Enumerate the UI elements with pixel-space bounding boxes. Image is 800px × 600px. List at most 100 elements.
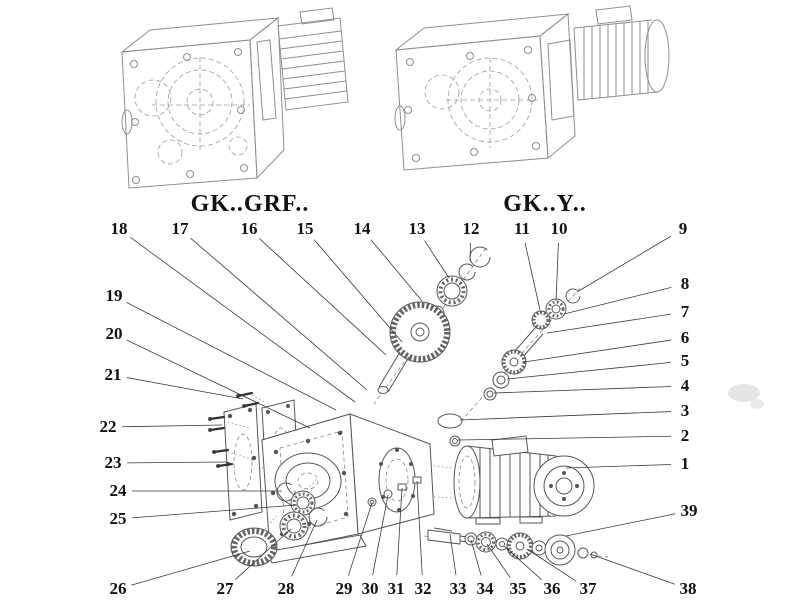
leader-line-9 bbox=[576, 235, 672, 293]
motor-flange-drawing bbox=[453, 445, 481, 519]
variant-title-y: GK..Y.. bbox=[503, 191, 587, 217]
exploded-view-drawing bbox=[208, 246, 609, 567]
callout-23: 23 bbox=[104, 453, 122, 472]
leader-line-25 bbox=[131, 504, 298, 519]
retaining-ring-drawing bbox=[469, 246, 491, 268]
motor-top-drawing bbox=[547, 5, 670, 121]
output-shaft-drawing bbox=[427, 529, 461, 545]
callout-39: 39 bbox=[680, 501, 698, 520]
motor-fan-cover-drawing bbox=[533, 455, 595, 517]
callout-2: 2 bbox=[680, 426, 690, 445]
cover-screws-drawing bbox=[208, 391, 265, 468]
callout-18: 18 bbox=[110, 219, 128, 238]
callout-11: 11 bbox=[513, 219, 531, 238]
callout-37: 37 bbox=[579, 579, 597, 598]
callout-19: 19 bbox=[105, 286, 123, 305]
callout-3: 3 bbox=[680, 401, 690, 420]
upper-gear-cluster-drawing bbox=[377, 246, 491, 394]
callout-33: 33 bbox=[449, 579, 467, 598]
leader-line-5 bbox=[506, 362, 672, 380]
leader-line-22 bbox=[121, 424, 223, 428]
leader-line-1 bbox=[565, 464, 672, 469]
callout-36: 36 bbox=[543, 579, 561, 598]
leader-line-19 bbox=[126, 302, 337, 411]
callout-24: 24 bbox=[109, 481, 127, 500]
callout-13: 13 bbox=[408, 219, 426, 238]
callout-15: 15 bbox=[296, 219, 314, 238]
callout-8: 8 bbox=[680, 274, 690, 293]
leader-line-33 bbox=[449, 533, 457, 576]
end-washer-drawing bbox=[577, 547, 589, 559]
callout-12: 12 bbox=[462, 219, 480, 238]
terminal-box-drawing bbox=[491, 435, 529, 457]
leader-line-38 bbox=[589, 553, 675, 585]
leader-line-14 bbox=[370, 239, 423, 302]
leader-line-23 bbox=[126, 461, 227, 464]
leader-line-27 bbox=[235, 528, 292, 580]
callout-38: 38 bbox=[679, 579, 697, 598]
leader-line-12 bbox=[469, 242, 471, 262]
callout-28: 28 bbox=[277, 579, 295, 598]
artifact-smudge bbox=[728, 384, 764, 409]
leader-line-16 bbox=[259, 238, 387, 356]
callout-16: 16 bbox=[240, 219, 258, 238]
pinion-shaft-drawing bbox=[514, 326, 544, 359]
leader-line-21 bbox=[126, 377, 244, 400]
callout-5: 5 bbox=[680, 351, 690, 370]
callout-4: 4 bbox=[680, 376, 690, 395]
callout-32: 32 bbox=[414, 579, 432, 598]
leader-line-8 bbox=[563, 286, 672, 315]
callout-35: 35 bbox=[509, 579, 527, 598]
leader-line-26 bbox=[131, 550, 251, 586]
gearbox-grf-drawing bbox=[120, 7, 349, 189]
leader-line-36 bbox=[503, 545, 542, 580]
leader-line-30 bbox=[372, 494, 389, 576]
callout-6: 6 bbox=[680, 328, 690, 347]
callout-1: 1 bbox=[680, 454, 690, 473]
leader-line-31 bbox=[396, 487, 403, 576]
callout-17: 17 bbox=[171, 219, 189, 238]
leader-line-4 bbox=[493, 386, 672, 394]
leader-line-13 bbox=[424, 240, 450, 279]
leader-line-18 bbox=[130, 236, 356, 403]
leader-line-11 bbox=[524, 242, 541, 311]
callout-14: 14 bbox=[353, 219, 371, 238]
callout-27: 27 bbox=[216, 579, 234, 598]
callout-7: 7 bbox=[680, 302, 690, 321]
callout-26: 26 bbox=[109, 579, 127, 598]
leader-line-3 bbox=[459, 411, 672, 421]
callout-9: 9 bbox=[678, 219, 688, 238]
callout-22: 22 bbox=[99, 417, 117, 436]
callout-31: 31 bbox=[387, 579, 405, 598]
gearbox-y-drawing bbox=[394, 5, 670, 171]
housing-drawing bbox=[260, 413, 435, 564]
callout-30: 30 bbox=[361, 579, 379, 598]
leader-line-34 bbox=[470, 539, 482, 576]
output-disc-drawing bbox=[544, 534, 576, 566]
input-pinion-cluster-drawing bbox=[483, 288, 581, 401]
leader-line-17 bbox=[190, 237, 368, 391]
leader-line-35 bbox=[486, 543, 511, 578]
snap-ring-drawing bbox=[308, 507, 328, 527]
callout-34: 34 bbox=[476, 579, 494, 598]
motor-drawing bbox=[453, 435, 595, 525]
gear-shaft-drawing bbox=[378, 351, 410, 393]
variant-title-grf: GK..GRF.. bbox=[190, 191, 310, 217]
leader-line-28 bbox=[291, 519, 318, 577]
callout-21: 21 bbox=[104, 365, 122, 384]
callout-29: 29 bbox=[335, 579, 353, 598]
callout-10: 10 bbox=[550, 219, 568, 238]
leader-line-20 bbox=[126, 339, 311, 429]
output-shaft-assembly-drawing bbox=[427, 527, 598, 566]
callout-20: 20 bbox=[105, 324, 123, 343]
snap-ring-drawing bbox=[458, 263, 476, 281]
leader-line-15 bbox=[313, 239, 403, 343]
snap-ring-drawing bbox=[565, 288, 581, 304]
housing-fasteners-drawing bbox=[367, 476, 422, 507]
leader-line-10 bbox=[555, 242, 559, 302]
leader-line-29 bbox=[347, 502, 373, 576]
shim-ring-drawing bbox=[276, 482, 296, 502]
leader-line-2 bbox=[457, 435, 672, 441]
